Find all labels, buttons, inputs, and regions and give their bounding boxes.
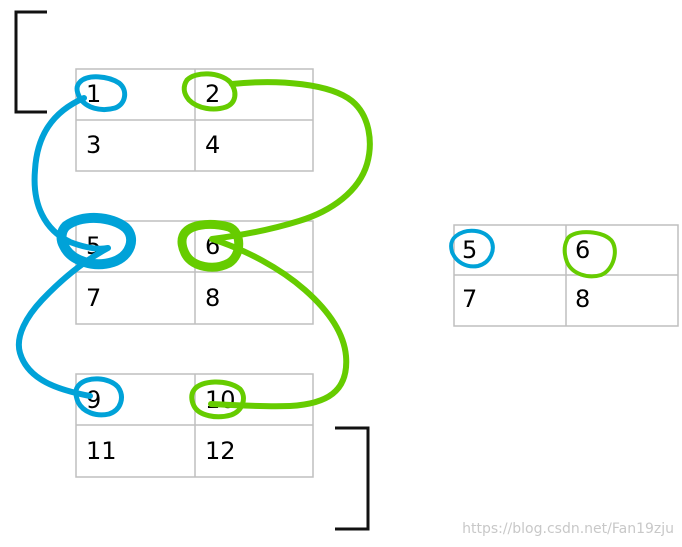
- matrix-1-cell-3: 3: [86, 131, 101, 159]
- right-matrix: 5 6 7 8: [453, 224, 679, 327]
- matrix-2-cell-3: 7: [86, 284, 101, 312]
- matrix-3-cell-3: 11: [86, 437, 117, 465]
- matrix-1-cell-2: 2: [205, 80, 220, 108]
- right-green-circle-6: [562, 230, 617, 279]
- green-circle-10: [189, 379, 246, 420]
- blue-traversal-path-group: [15, 74, 495, 418]
- green-traversal-path: [208, 79, 373, 410]
- right-matrix-cell-1: 5: [462, 236, 477, 264]
- matrix-1-cell-1: 1: [86, 80, 101, 108]
- right-bracket: [335, 426, 370, 531]
- right-matrix-cell-2: 6: [575, 236, 590, 264]
- right-blue-circle-5: [449, 228, 495, 269]
- green-circle-2: [181, 71, 238, 112]
- blue-circle-1: [74, 74, 128, 113]
- left-matrix-1: 1 2 3 4: [75, 68, 314, 172]
- matrix-1-cell-4: 4: [205, 131, 220, 159]
- watermark-text: https://blog.csdn.net/Fan19zju: [462, 521, 674, 537]
- blue-circle-9: [73, 376, 124, 418]
- left-bracket: [14, 10, 47, 114]
- matrix-3-cell-2: 10: [205, 386, 236, 414]
- matrix-2-cell-4: 8: [205, 284, 220, 312]
- left-matrix-3: 9 10 11 12: [75, 373, 314, 478]
- green-circle-6: [177, 219, 244, 272]
- right-matrix-cell-4: 8: [575, 285, 590, 313]
- blue-circle-5: [56, 212, 137, 270]
- matrix-3-cell-4: 12: [205, 437, 236, 465]
- right-matrix-cell-3: 7: [462, 285, 477, 313]
- blue-traversal-path: [15, 95, 111, 399]
- green-traversal-path-group: [177, 71, 617, 420]
